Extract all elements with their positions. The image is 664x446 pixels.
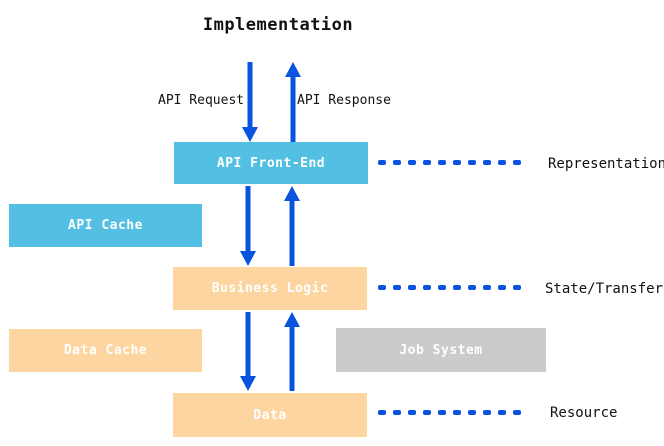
dashed-line-resource <box>378 410 521 415</box>
arrowhead-icon <box>240 251 256 266</box>
box-api-cache-label: API Cache <box>68 218 143 233</box>
layer-label-representation: Representation <box>548 156 664 172</box>
dash <box>453 410 461 415</box>
dash <box>468 160 476 165</box>
box-business-logic-label: Business Logic <box>211 281 329 296</box>
arrowhead-icon <box>242 127 258 142</box>
dash <box>408 285 416 290</box>
dash <box>483 410 491 415</box>
dash <box>468 285 476 290</box>
dash <box>378 160 386 165</box>
dash <box>423 160 431 165</box>
dash <box>498 160 506 165</box>
dash <box>408 410 416 415</box>
arrowhead-icon <box>284 312 300 327</box>
dash <box>498 285 506 290</box>
dash <box>423 285 431 290</box>
arrow-data-to-logic-up <box>283 312 301 391</box>
dash <box>438 285 446 290</box>
dash <box>423 410 431 415</box>
dash <box>378 285 386 290</box>
dash <box>453 285 461 290</box>
arrowhead-icon <box>284 186 300 201</box>
dashed-line-state-transfer <box>378 285 521 290</box>
dashed-line-representation <box>378 160 521 165</box>
dash <box>468 410 476 415</box>
dash <box>393 285 401 290</box>
box-api-front-end: API Front-End <box>174 142 368 184</box>
diagram-title: Implementation <box>202 15 354 35</box>
arrow-api-response-up <box>284 62 302 142</box>
arrow-logic-to-frontend-up <box>283 186 301 266</box>
arrow-api-request-down <box>241 62 259 142</box>
api-request-label: API Request <box>158 93 245 108</box>
dash <box>513 410 521 415</box>
box-data: Data <box>173 393 367 437</box>
dash <box>438 410 446 415</box>
box-business-logic: Business Logic <box>173 267 367 310</box>
arrowhead-icon <box>240 376 256 391</box>
dash <box>408 160 416 165</box>
box-data-cache: Data Cache <box>9 329 202 372</box>
dash <box>483 160 491 165</box>
dash <box>453 160 461 165</box>
box-api-front-end-label: API Front-End <box>216 155 326 171</box>
dash <box>393 160 401 165</box>
box-api-cache: API Cache <box>9 204 202 247</box>
dash <box>483 285 491 290</box>
dash <box>438 160 446 165</box>
layer-label-resource: Resource <box>550 405 618 421</box>
arrow-logic-to-data-down <box>239 312 257 391</box>
arrowhead-icon <box>285 62 301 77</box>
dash <box>378 410 386 415</box>
arrow-frontend-to-logic-down <box>239 186 257 266</box>
dash <box>498 410 506 415</box>
box-data-label: Data <box>253 407 287 423</box>
box-job-system-label: Job System <box>399 342 483 358</box>
dash <box>513 285 521 290</box>
box-job-system: Job System <box>336 328 546 372</box>
dash <box>393 410 401 415</box>
layer-label-state-transfer: State/Transfer <box>545 281 664 297</box>
box-data-cache-label: Data Cache <box>63 343 148 358</box>
dash <box>513 160 521 165</box>
api-response-label: API Response <box>297 93 391 108</box>
